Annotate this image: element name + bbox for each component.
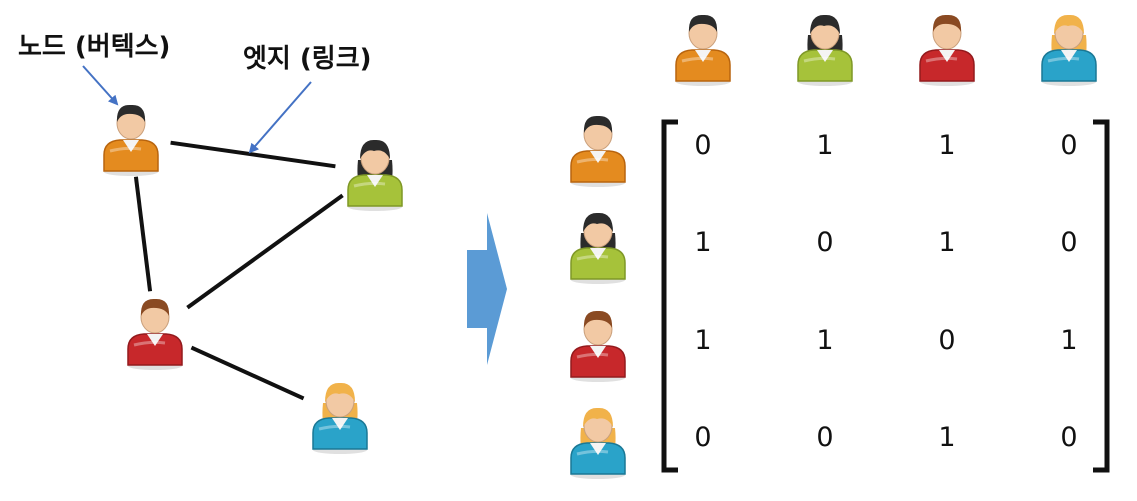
matrix-cell: 0 — [694, 130, 712, 161]
matrix-cell: 0 — [1060, 130, 1078, 161]
matrix-cell: 1 — [816, 325, 834, 356]
matrix-cell: 0 — [694, 422, 712, 453]
matrix-cell: 1 — [694, 325, 712, 356]
graph-edge — [170, 140, 336, 169]
graph-edges — [133, 140, 344, 401]
label-pointers — [82, 65, 312, 154]
node-label-pointer — [82, 65, 119, 106]
person-dark-hair-icon — [103, 104, 159, 176]
person-dark-hair-icon — [570, 115, 626, 187]
matrix-column-headers — [675, 14, 1097, 86]
matrix-cell: 1 — [938, 130, 956, 161]
matrix-cell: 1 — [938, 227, 956, 258]
person-dark-hair-icon — [675, 14, 731, 86]
person-dark-long-hair-icon — [570, 212, 626, 284]
matrix-cell: 1 — [1060, 325, 1078, 356]
matrix-bracket-left — [661, 119, 678, 473]
person-blonde-hair-icon — [570, 407, 626, 479]
matrix-row-headers — [570, 115, 626, 479]
node-label: 노드 (버텍스) — [18, 32, 171, 62]
matrix-cell: 1 — [938, 422, 956, 453]
person-dark-long-hair-icon — [797, 14, 853, 86]
matrix-cell: 0 — [1060, 227, 1078, 258]
graph-edge — [133, 176, 153, 292]
person-dark-long-hair-icon — [347, 139, 403, 211]
matrix-bracket-right — [1093, 119, 1110, 473]
person-brown-hair-icon — [127, 298, 183, 370]
matrix-cell: 0 — [816, 422, 834, 453]
transform-arrow-icon — [467, 213, 507, 365]
matrix-cell: 1 — [694, 227, 712, 258]
graph-edge — [186, 193, 344, 310]
matrix-cell: 1 — [816, 130, 834, 161]
graph-nodes — [103, 104, 403, 454]
matrix-cell: 0 — [938, 325, 956, 356]
person-blonde-hair-icon — [312, 382, 368, 454]
matrix-cell: 0 — [1060, 422, 1078, 453]
graph-edge — [190, 345, 305, 401]
edge-label-pointer — [248, 81, 312, 154]
person-blonde-hair-icon — [1041, 14, 1097, 86]
person-brown-hair-icon — [570, 310, 626, 382]
matrix-cell: 0 — [816, 227, 834, 258]
person-brown-hair-icon — [919, 14, 975, 86]
edge-label: 엣지 (링크) — [243, 44, 372, 74]
